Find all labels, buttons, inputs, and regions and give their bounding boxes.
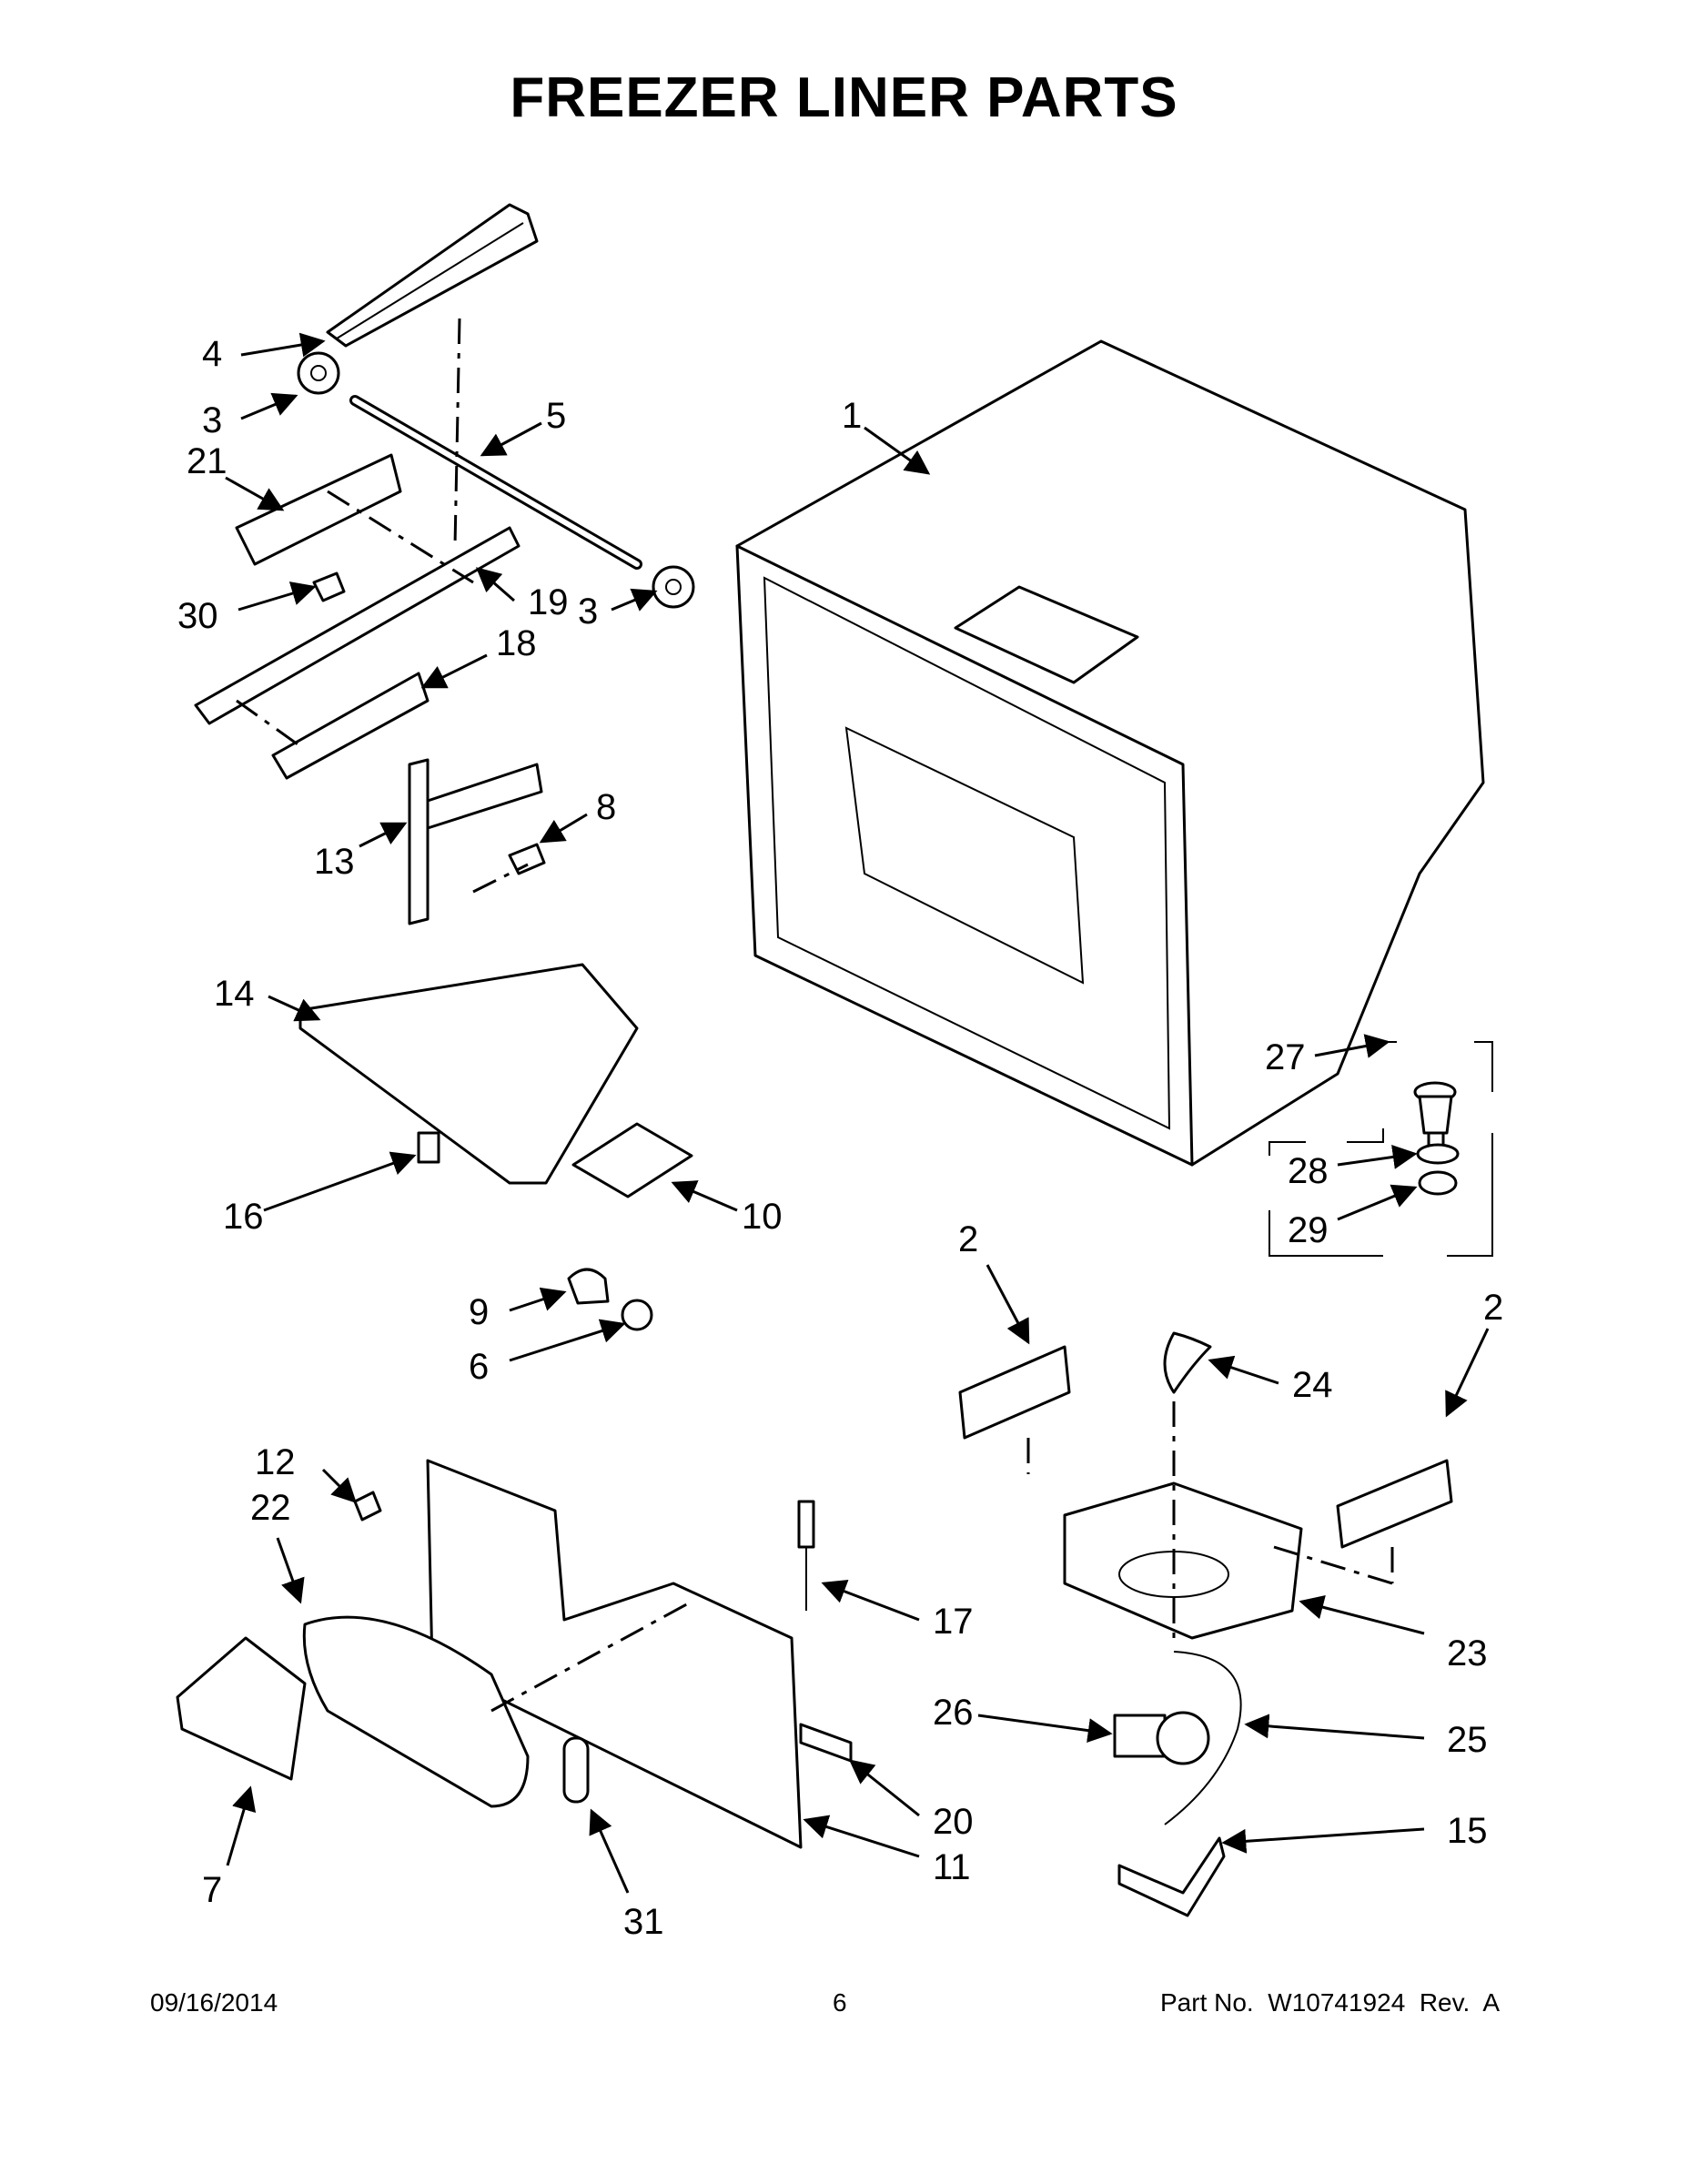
part-21-bracket (235, 453, 402, 566)
callout-18: 18 (496, 623, 537, 663)
part-15-bracket (1117, 1836, 1226, 1917)
callout-21: 21 (187, 441, 227, 481)
part-29-washer (1418, 1170, 1458, 1196)
part-20-strip (799, 1723, 853, 1763)
leader-arrows (225, 332, 1490, 1894)
callout-6: 6 (469, 1347, 489, 1387)
callout-15: 15 (1447, 1811, 1488, 1851)
callout-2-left: 2 (958, 1219, 978, 1259)
page-title: FREEZER LINER PARTS (510, 66, 1178, 129)
part-9-bulb (567, 1268, 610, 1305)
callout-3-lower: 3 (578, 592, 598, 632)
callout-labels: 1 2 2 3 3 4 5 6 7 8 9 10 11 12 13 14 15 … (177, 334, 1503, 1942)
callout-8: 8 (596, 787, 616, 827)
part-3-gear-lower (652, 565, 695, 609)
callout-3-top: 3 (202, 400, 222, 440)
callout-27: 27 (1265, 1037, 1306, 1077)
callout-10: 10 (742, 1197, 783, 1237)
part-2-gasket-right (1336, 1459, 1453, 1549)
part-16-switch (417, 1131, 440, 1164)
part-18-rail (271, 672, 430, 780)
part-3-gear-top (297, 351, 340, 395)
callout-11: 11 (933, 1847, 971, 1887)
callout-1: 1 (842, 396, 862, 436)
part-31-clip (562, 1736, 590, 1804)
footer-date: 09/16/2014 (150, 1988, 278, 2017)
callout-30: 30 (177, 596, 218, 636)
callout-25: 25 (1447, 1720, 1488, 1760)
callout-28: 28 (1288, 1151, 1329, 1191)
callout-23: 23 (1447, 1633, 1488, 1673)
part-28-ring (1416, 1143, 1460, 1165)
part-17-probe (797, 1500, 815, 1611)
alignment-lines (236, 318, 1394, 1713)
footer-part-number: Part No. W10741924 Rev. A (1160, 1988, 1501, 2017)
callout-7: 7 (202, 1870, 222, 1910)
callout-4: 4 (202, 334, 222, 374)
callout-26: 26 (933, 1693, 974, 1733)
callout-19: 19 (528, 582, 569, 622)
part-7-deflector (176, 1636, 307, 1781)
callout-12: 12 (255, 1442, 296, 1482)
callout-17: 17 (933, 1602, 974, 1642)
callout-5: 5 (546, 396, 566, 436)
part-23-fan-housing (1063, 1481, 1303, 1640)
callout-22: 22 (250, 1488, 291, 1528)
part-30-screw (312, 571, 346, 602)
callout-2-right: 2 (1483, 1288, 1503, 1328)
part-22-grille (302, 1615, 530, 1808)
callout-20: 20 (933, 1802, 974, 1842)
callout-24: 24 (1292, 1365, 1333, 1405)
callout-13: 13 (314, 842, 355, 882)
part-10-pad (571, 1122, 693, 1198)
part-24-fan-blade (1163, 1331, 1212, 1394)
footer-page-number: 6 (833, 1988, 847, 2017)
part-12-screw (353, 1491, 382, 1522)
part-14-housing (298, 963, 639, 1185)
callout-16: 16 (223, 1197, 264, 1237)
callout-9: 9 (469, 1292, 489, 1332)
part-19-slide (194, 526, 521, 725)
part-8-screw (508, 843, 546, 875)
callout-14: 14 (214, 974, 255, 1014)
part-6-socket (621, 1299, 653, 1331)
part-2-gasket-left (958, 1345, 1071, 1440)
callout-29: 29 (1288, 1210, 1329, 1250)
part-13-bracket (408, 758, 543, 925)
part-1-freezer-liner (735, 339, 1485, 1167)
part-25-wire (1164, 1651, 1242, 1825)
callout-31: 31 (623, 1902, 664, 1942)
part-4-rail (326, 203, 539, 348)
